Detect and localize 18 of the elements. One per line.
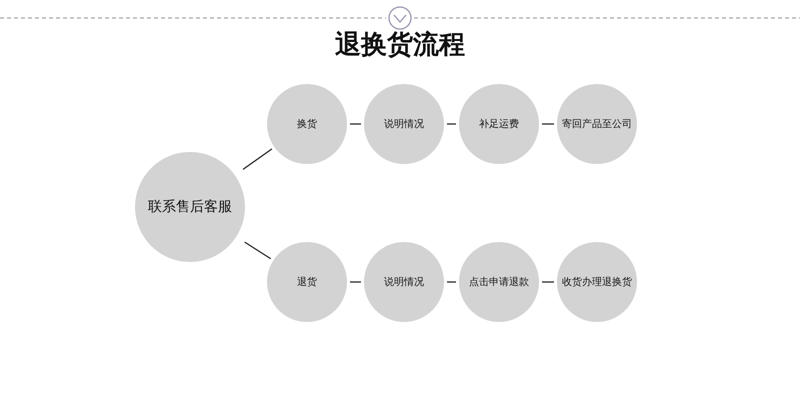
connector-line: [244, 242, 272, 260]
connector-line: [350, 123, 361, 125]
step-label: 说明情况: [384, 118, 424, 132]
connector-line: [542, 123, 554, 125]
step-label: 退货: [297, 276, 317, 290]
connector-line: [242, 148, 272, 170]
step-label: 寄回产品至公司: [562, 118, 632, 132]
step-label: 点击申请退款: [469, 276, 529, 290]
step-label: 收货办理退换货: [562, 276, 632, 290]
connector-line: [447, 281, 456, 283]
step-label: 换货: [297, 118, 317, 132]
step-label: 说明情况: [384, 276, 424, 290]
step-label: 补足运费: [479, 118, 519, 132]
connector-line: [542, 281, 554, 283]
title: 退换货流程: [334, 32, 466, 58]
step-label: 联系售后客服: [148, 198, 232, 216]
connector-line: [447, 123, 456, 125]
connector-line: [350, 281, 361, 283]
